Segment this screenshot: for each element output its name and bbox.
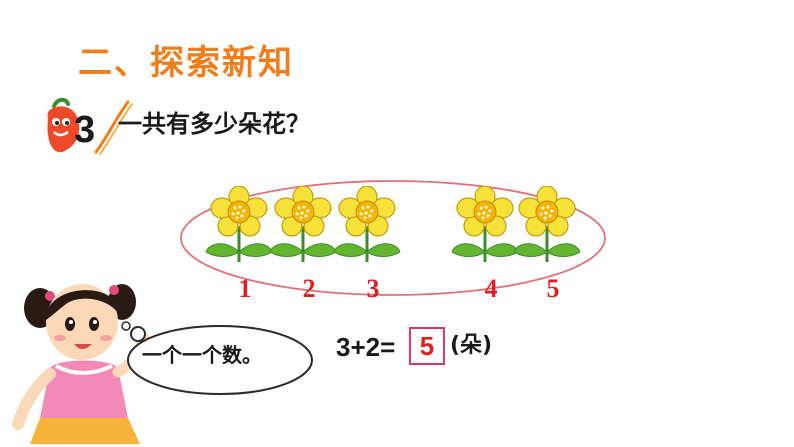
flower-label-4: 4: [484, 274, 498, 303]
equation-expression: 3+2=: [336, 332, 396, 362]
speech-bubble: [121, 321, 313, 395]
section-title: 二、探索新知: [78, 43, 294, 83]
flower-icon: [268, 186, 338, 264]
flower-group-oval: [180, 180, 606, 296]
flower-icon: [512, 186, 582, 264]
girl-illustration: [12, 284, 149, 444]
flower-label-3: 3: [366, 274, 380, 303]
pepper-mascot-icon: 3: [47, 97, 133, 155]
answer-box: 5: [409, 327, 445, 365]
flower-icon: [450, 186, 520, 264]
flower-icon: [204, 186, 274, 264]
equation-unit: (朵): [450, 333, 493, 358]
flower-label-5: 5: [546, 274, 560, 303]
flower-label-1: 1: [238, 274, 252, 303]
flower-label-2: 2: [302, 274, 316, 303]
flower-icon: [332, 186, 402, 264]
problem-number: 3: [74, 109, 95, 151]
question-text: 一共有多少朵花？: [118, 110, 310, 138]
speech-text: 一个一个数。: [142, 343, 262, 367]
